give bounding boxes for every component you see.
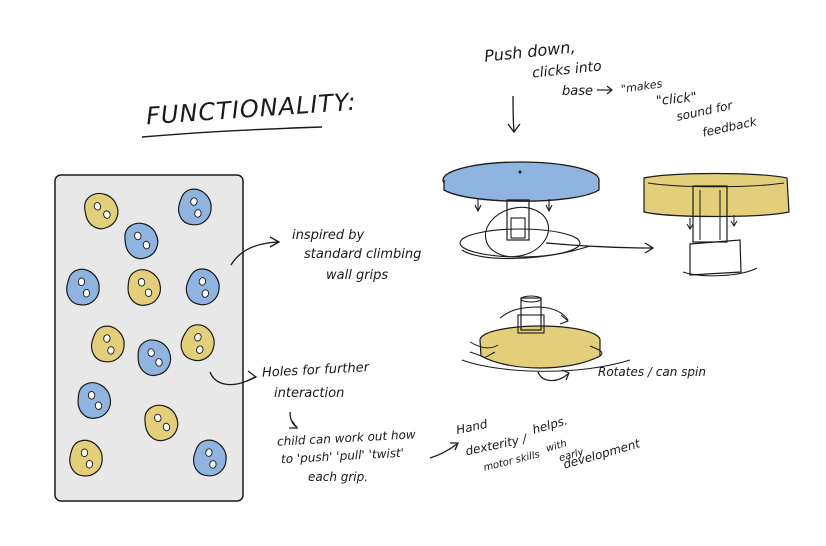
holes-arrowhead <box>247 371 256 381</box>
grip-hole <box>81 449 88 457</box>
push-text-3: base <box>562 84 593 100</box>
grip-hole <box>103 334 111 343</box>
child-text-3: each grip. <box>308 470 368 484</box>
inspired-text-3: wall grips <box>326 268 388 284</box>
rotate-arrow <box>538 372 568 381</box>
transition-arrow <box>546 243 652 248</box>
yellow-click-mechanism <box>644 174 789 276</box>
inspired-text-1: inspired by <box>292 228 364 244</box>
grip-hole <box>209 460 217 469</box>
grip-hole <box>95 402 102 410</box>
push-down-arrow <box>513 96 514 131</box>
grip-hole <box>194 209 202 218</box>
child-arrow <box>290 412 297 427</box>
dexterity-arrow <box>430 444 457 458</box>
grip-hole <box>190 197 198 206</box>
grip-hole <box>86 460 93 468</box>
grip-hole <box>88 391 95 399</box>
grip-hole <box>83 289 90 297</box>
rotates-text: Rotates / can spin <box>598 365 706 379</box>
grip-hole <box>205 448 213 457</box>
grip-hole <box>78 278 85 286</box>
inspired-text-2: standard climbing <box>304 247 421 263</box>
holes-text-2: interaction <box>274 386 344 402</box>
blue-disc-mechanism <box>443 162 653 263</box>
grip-hole <box>138 278 145 286</box>
grip-hole <box>145 289 152 297</box>
grip-hole <box>107 346 115 355</box>
